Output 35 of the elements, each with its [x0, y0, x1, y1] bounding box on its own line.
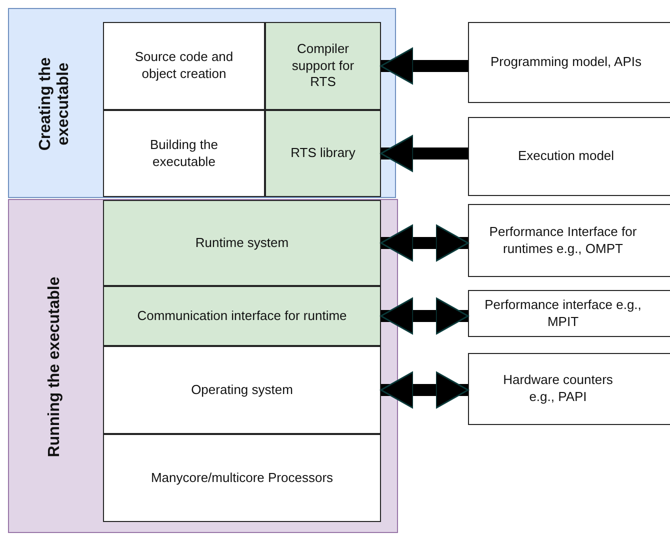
box-label: Performance Interface for runtimes e.g., OMPT [488, 224, 638, 258]
box-label: Building the executable [149, 136, 219, 170]
arrow [380, 297, 469, 335]
arrow [380, 134, 468, 172]
arrow [380, 224, 469, 262]
process-box [265, 22, 381, 110]
box-label: Manycore/multicore Processors [150, 470, 334, 486]
process-box [468, 204, 670, 277]
box-label: Programming model, APIs [490, 54, 642, 71]
process-box [103, 346, 381, 434]
box-label: Execution model [518, 148, 614, 165]
band-title: Running the executable [44, 276, 64, 460]
group-band [8, 199, 398, 533]
box-label: Compiler support for RTS [290, 40, 356, 92]
box-label: RTS library [290, 145, 356, 162]
arrow [380, 47, 468, 85]
box-label: Performance interface e.g., MPIT [484, 296, 642, 330]
process-box [103, 200, 381, 286]
process-box [103, 434, 381, 522]
process-box [468, 22, 670, 103]
box-label: Source code and object creation [134, 49, 234, 83]
process-box [103, 110, 265, 197]
group-band [8, 8, 396, 198]
box-label: Communication interface for runtime [137, 308, 347, 324]
process-box [103, 286, 381, 346]
box-label: Runtime system [195, 234, 289, 252]
band-title: Creating the executable [36, 56, 73, 153]
process-box [265, 110, 381, 197]
process-box [468, 117, 670, 196]
process-box [103, 22, 265, 110]
box-label: Hardware counters e.g., PAPI [502, 372, 614, 406]
process-box [468, 290, 670, 337]
process-box [468, 353, 670, 425]
box-label: Operating system [191, 382, 293, 398]
arrow [380, 371, 469, 409]
